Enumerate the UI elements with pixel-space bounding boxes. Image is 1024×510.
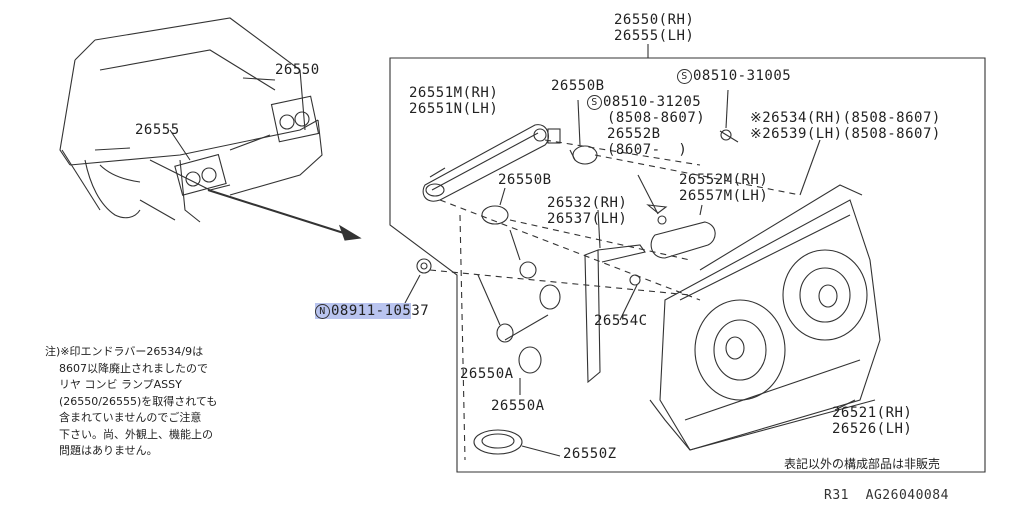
bracket-part bbox=[422, 124, 561, 202]
label-rubber-lh: ※26539(LH)(8508-8607) bbox=[750, 126, 941, 142]
label-rear-rh: 26550 bbox=[275, 62, 320, 78]
screw-a bbox=[719, 89, 739, 143]
nut-part bbox=[404, 258, 432, 304]
label-gasket-rh: 26532(RH) bbox=[547, 195, 628, 211]
car-rear-sketch bbox=[59, 17, 323, 223]
label-lens-lh: 26526(LH) bbox=[832, 421, 913, 437]
label-lens-rh: 26521(RH) bbox=[832, 405, 913, 421]
screw-s-mark: S bbox=[677, 69, 692, 84]
remark-note: 注)※印エンドラバー26534/9は 8607以降廃止されましたので リヤ コン… bbox=[45, 345, 218, 457]
label-bracket-lh: 26551N(LH) bbox=[409, 101, 499, 117]
label-finisher-rh: 26552M(RH) bbox=[679, 172, 769, 188]
non-sale-note: 表記以外の構成部品は非販売 bbox=[784, 457, 941, 471]
screw-b-code: 08510-31205 bbox=[603, 94, 702, 110]
screw-b bbox=[637, 174, 668, 225]
label-socket-a1: 26550A bbox=[460, 366, 514, 382]
dashed-guides bbox=[429, 139, 801, 461]
lens-housing bbox=[649, 139, 881, 451]
label-finisher-lh: 26557M(LH) bbox=[679, 188, 769, 204]
label-rubber-rh: ※26534(RH)(8508-8607) bbox=[750, 110, 941, 126]
nut-n-mark: N bbox=[315, 304, 330, 319]
clip-part bbox=[619, 274, 641, 321]
screw-s-mark-b: S bbox=[587, 95, 602, 110]
label-bracket-rh: 26551M(RH) bbox=[409, 85, 499, 101]
packing-part bbox=[473, 429, 561, 457]
label-clip: 26554C bbox=[594, 313, 648, 329]
socket-parts bbox=[477, 229, 561, 395]
label-assy-lh: 26555(LH) bbox=[614, 28, 695, 44]
bulb-26550b-mid bbox=[481, 187, 509, 225]
label-bulb-mid: 26550B bbox=[498, 172, 552, 188]
gasket-part bbox=[584, 209, 646, 384]
label-garn-top: 26552B bbox=[607, 126, 661, 142]
label-gasket-lh: 26537(LH) bbox=[547, 211, 628, 227]
assembly-frame bbox=[389, 57, 986, 473]
label-garn-top-range: (8607- ) bbox=[607, 142, 688, 158]
reference-code: R31 AG26040084 bbox=[824, 488, 949, 503]
label-packing: 26550Z bbox=[563, 446, 617, 462]
nut-code-rest: 37 bbox=[411, 303, 430, 319]
finisher-part bbox=[650, 204, 716, 259]
label-socket-a2: 26550A bbox=[491, 398, 545, 414]
label-assy-rh: 26550(RH) bbox=[614, 12, 695, 28]
label-screw-b-range: (8508-8607) bbox=[607, 110, 706, 126]
screw-a-code: 08510-31005 bbox=[693, 68, 792, 84]
label-rear-lh: 26555 bbox=[135, 122, 180, 138]
nut-code-highlighted: 08911-105 bbox=[331, 303, 412, 319]
direction-arrow bbox=[207, 189, 362, 241]
label-bulb-top: 26550B bbox=[551, 78, 605, 94]
